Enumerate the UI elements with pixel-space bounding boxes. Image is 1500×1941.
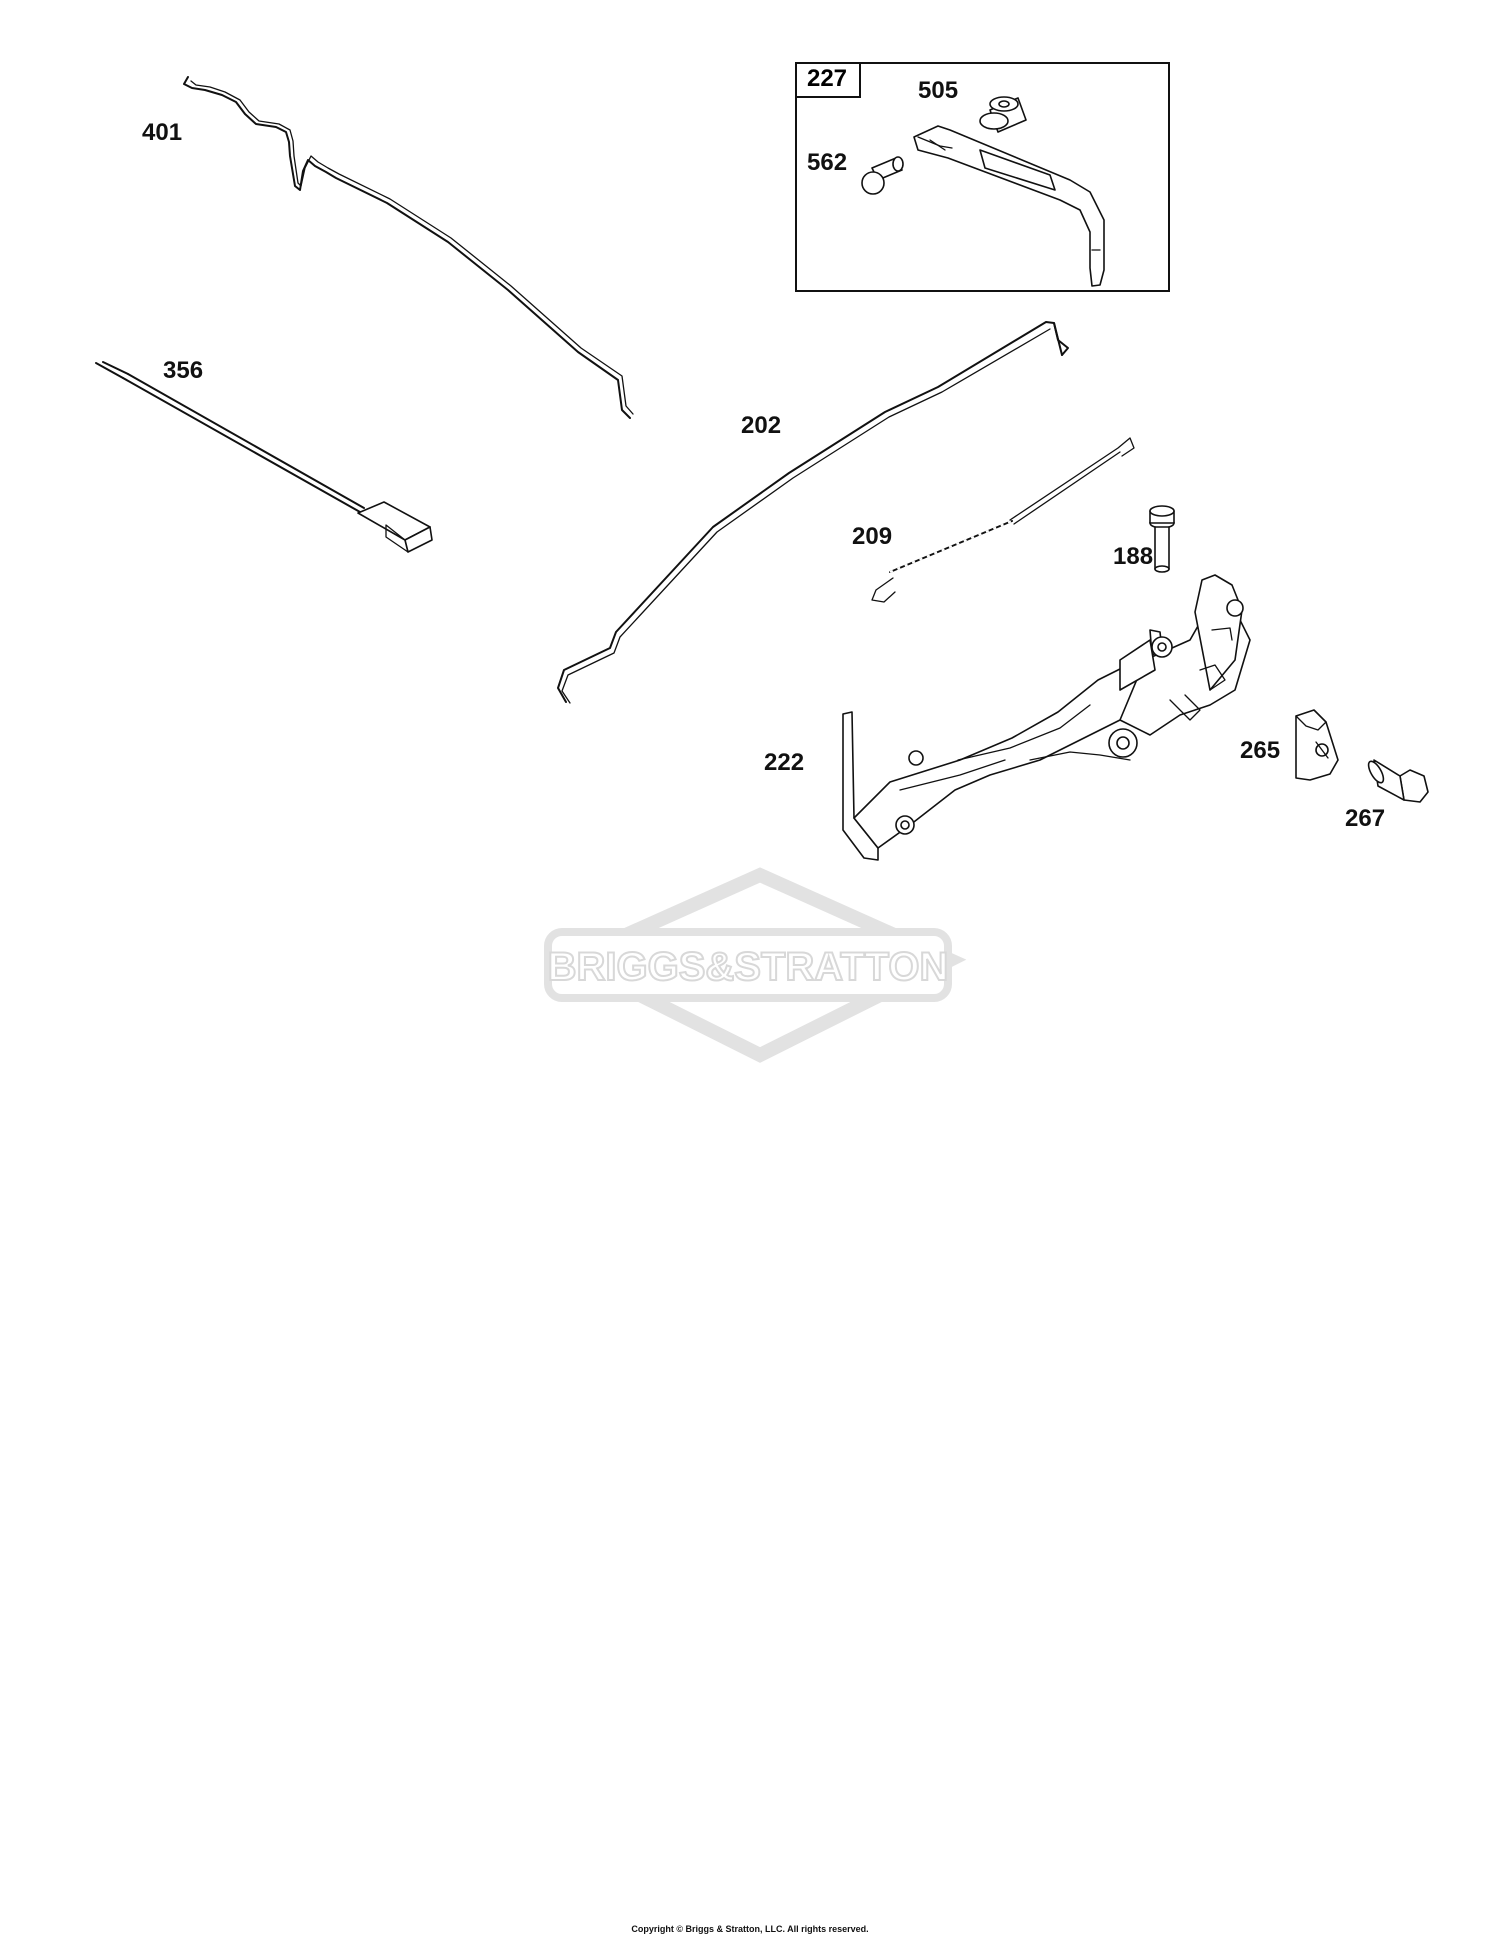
callout-222: 222 [764,749,805,776]
callout-505: 505 [918,77,959,104]
callout-562: 562 [807,149,848,176]
callout-202: 202 [741,412,782,439]
clip-265 [1295,709,1339,781]
spring-209 [871,437,1135,603]
bolt-267 [1367,759,1429,803]
rod-401 [183,76,634,419]
callout-267: 267 [1345,805,1386,832]
callout-401: 401 [142,119,183,146]
callout-227: 227 [795,62,861,98]
bracket-222 [842,574,1251,861]
lever-227 [913,125,1105,287]
rod-202 [557,321,1069,704]
kit-box-227 [795,62,1170,292]
callout-209: 209 [852,523,893,550]
copyright-footer: Copyright © Briggs & Stratton, LLC. All … [631,1924,869,1934]
callout-188: 188 [1113,543,1154,570]
cable-356 [95,361,433,553]
svg-text:BRIGGS&STRATTON: BRIGGS&STRATTON [548,945,949,989]
briggs-stratton-watermark-logo: BRIGGS&STRATTON [544,867,967,1063]
callout-356: 356 [163,357,204,384]
spacer-505 [979,96,1027,133]
pin-562 [861,156,904,195]
bolt-188 [1149,505,1175,573]
callout-265: 265 [1240,737,1281,764]
